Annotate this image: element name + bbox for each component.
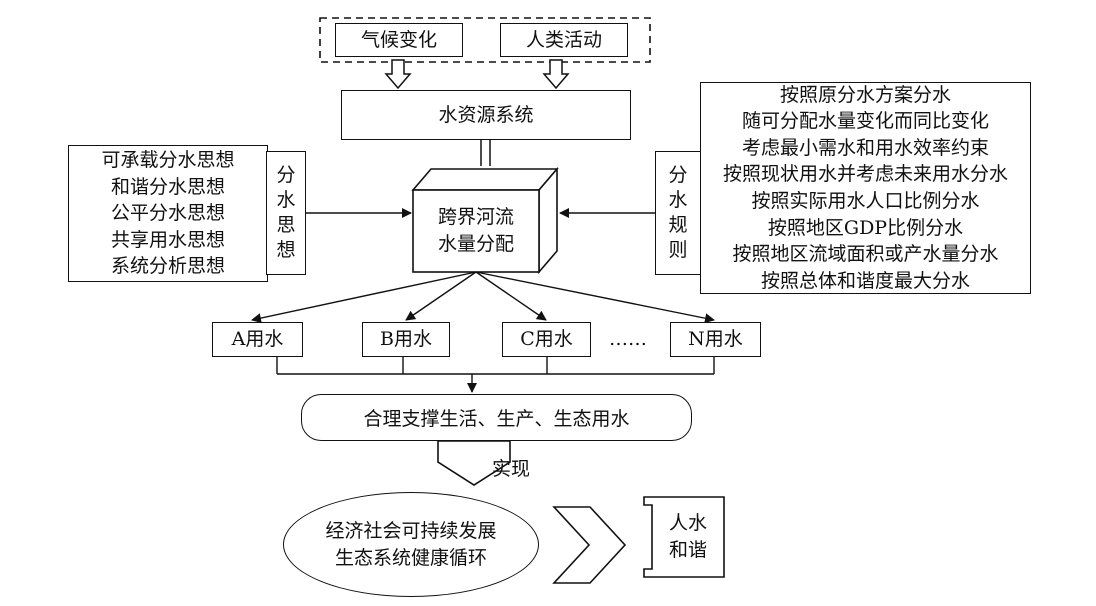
central-line-2: 水量分配 [437,233,514,255]
central-allocation-label: 跨界河流 水量分配 [413,190,539,272]
hollow-arrow-realize [437,440,511,486]
harmony-label: 人水 和谐 [652,497,724,577]
ideas-list-box: 可承载分水思想 和谐分水思想 公平分水思想 共享用水思想 系统分析思想 [68,145,268,282]
rule-item: 随可分配水量变化而同比变化 [741,110,989,133]
hollow-arrow-human [542,59,570,90]
user-a-label: A用水 [231,328,284,351]
water-resource-system-label: 水资源系统 [438,103,534,126]
water-resource-system-box: 水资源系统 [341,90,631,140]
rule-item: 按照总体和谐度最大分水 [760,269,970,292]
idea-item: 系统分析思想 [110,255,225,278]
idea-item: 共享用水思想 [110,228,225,251]
rules-title-char: 则 [668,239,688,261]
user-n-label: N用水 [688,328,743,351]
realize-label: 实现 [492,458,531,480]
arrow-to-user-b [405,271,477,321]
cube-top-face [411,168,559,191]
climate-change-label: 气候变化 [360,28,437,51]
hollow-arrow-climate [384,59,412,90]
arrow-to-user-c [475,271,547,321]
harmony-line-1: 人水 [668,512,707,534]
rule-item: 考虑最小需水和用水效率约束 [741,136,989,159]
user-c-box: C用水 [502,322,591,357]
ideas-title-char: 分 [276,164,296,186]
support-water-use-pill: 合理支撑生活、生产、生态用水 [301,394,692,441]
rule-item: 按照实际用水人口比例分水 [751,190,980,212]
chevron-arrow [552,506,627,584]
idea-item: 和谐分水思想 [110,175,225,198]
user-b-label: B用水 [380,328,432,351]
user-a-box: A用水 [212,322,303,357]
rules-title-char: 规 [668,214,688,236]
human-activity-label: 人类活动 [525,28,602,51]
support-label: 合理支撑生活、生产、生态用水 [363,408,630,430]
users-ellipsis: …… [609,328,647,350]
central-line-1: 跨界河流 [437,206,514,228]
rules-title-char: 水 [668,189,688,211]
harmony-box-outline [643,496,725,578]
rules-title-box: 分 水 规 则 [655,151,701,275]
rules-list-box: 按照原分水方案分水 随可分配水量变化而同比变化 考虑最小需水和用水效率约束 按照… [700,82,1031,294]
rule-item: 按照现状用水并考虑未来用水分水 [722,163,1008,186]
ideas-title-box: 分 水 思 想 [266,151,306,275]
rule-item: 按照地区流域面积或产水量分水 [732,243,999,266]
arrow-to-user-a [251,271,477,324]
goals-line-1: 经济社会可持续发展 [325,519,497,542]
ideas-title-char: 想 [276,239,296,261]
goals-line-2: 生态系统健康循环 [334,546,487,569]
rule-item: 按照地区GDP比例分水 [767,216,964,239]
human-activity-box: 人类活动 [500,23,628,57]
idea-item: 公平分水思想 [110,202,225,225]
user-b-box: B用水 [362,322,450,357]
ideas-title-char: 水 [276,189,296,211]
ideas-title-char: 思 [276,214,296,236]
influence-dashed-group [319,17,651,63]
rules-title-char: 分 [668,164,688,186]
user-n-box: N用水 [670,322,761,357]
arrow-to-user-n [475,271,715,324]
goals-ellipse: 经济社会可持续发展 生态系统健康循环 [283,492,539,597]
harmony-line-2: 和谐 [668,539,707,561]
user-c-label: C用水 [520,328,573,351]
climate-change-box: 气候变化 [335,23,463,57]
rule-item: 按照原分水方案分水 [779,83,951,106]
idea-item: 可承载分水思想 [101,149,235,172]
